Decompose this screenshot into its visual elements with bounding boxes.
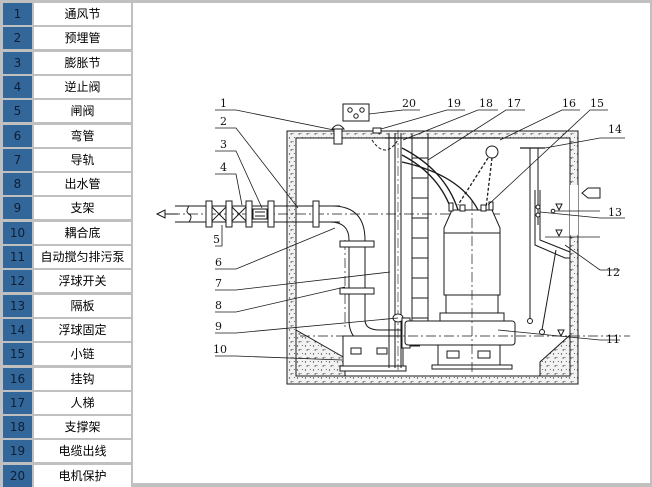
legend-number: 12 (3, 270, 32, 293)
callout-15: 15 (590, 97, 604, 110)
legend-part-name: 支架 (34, 197, 131, 220)
callout-1: 1 (220, 97, 227, 110)
legend-part-name: 支撑架 (34, 416, 131, 439)
callout-19: 19 (447, 97, 461, 110)
legend-part-name: 导轨 (34, 148, 131, 171)
legend-part-name: 预埋管 (34, 27, 131, 50)
callout-6: 6 (215, 256, 222, 269)
callout-20: 20 (402, 97, 416, 110)
legend-number: 20 (3, 464, 32, 487)
callout-numbers: 1 2 3 4 5 6 7 8 9 10 11 12 13 14 15 16 1… (213, 97, 622, 356)
legend-part-name: 弯管 (34, 124, 131, 147)
legend-number: 3 (3, 51, 32, 74)
legend-part-name: 自动搅匀排污泵 (34, 246, 131, 268)
sewage-pump (300, 200, 630, 375)
pump-station-diagram: 1 2 3 4 5 6 7 8 9 10 11 12 13 14 15 16 1… (155, 97, 630, 385)
callout-7: 7 (215, 277, 222, 290)
legend-number: 19 (3, 440, 32, 463)
legend-number: 2 (3, 27, 32, 50)
callout-8: 8 (215, 299, 222, 312)
legend-number: 11 (3, 246, 32, 268)
legend-part-name: 浮球固定 (34, 318, 131, 341)
motor-protector-box (342, 103, 370, 122)
callout-17: 17 (507, 97, 521, 110)
vent-pipe (330, 124, 346, 145)
legend-part-name: 电机保护 (34, 464, 131, 487)
legend-number: 6 (3, 124, 32, 147)
cable-outlet (372, 127, 382, 134)
callout-9: 9 (215, 320, 222, 333)
lifting-hook (485, 145, 499, 159)
callout-18: 18 (479, 97, 493, 110)
installation-diagram-panel: 1 2 3 4 5 6 7 8 9 10 11 12 13 14 15 16 1… (133, 3, 650, 483)
callout-10: 10 (213, 343, 227, 356)
callout-16: 16 (562, 97, 576, 110)
coupling-base (339, 335, 407, 372)
callout-13: 13 (608, 206, 622, 219)
legend-part-name: 耦合底 (34, 221, 131, 244)
callout-3: 3 (220, 138, 227, 151)
legend-part-name: 小链 (34, 343, 131, 366)
legend-number: 8 (3, 173, 32, 196)
legend-part-name: 闸阀 (34, 100, 131, 123)
legend-number: 16 (3, 367, 32, 390)
legend-part-name: 隔板 (34, 294, 131, 317)
legend-part-name: 电缆出线 (34, 440, 131, 463)
legend-number: 5 (3, 100, 32, 123)
legend-part-name: 通风节 (34, 3, 131, 25)
legend-number: 18 (3, 416, 32, 439)
lifting-chain (457, 157, 493, 209)
legend-number: 15 (3, 343, 32, 366)
legend-part-name: 逆止阀 (34, 75, 131, 98)
legend-part-name: 人梯 (34, 391, 131, 414)
callout-5: 5 (213, 233, 220, 246)
legend-part-name: 浮球开关 (34, 270, 131, 293)
ladder (411, 134, 429, 328)
legend-number: 4 (3, 75, 32, 98)
legend-number: 14 (3, 318, 32, 341)
legend-part-name: 挂钩 (34, 367, 131, 390)
callout-leaders (215, 109, 625, 361)
concrete-pit-walls (286, 130, 579, 385)
callout-4: 4 (220, 161, 227, 174)
legend-number: 7 (3, 148, 32, 171)
legend-number: 1 (3, 3, 32, 25)
legend-number: 13 (3, 294, 32, 317)
legend-number: 9 (3, 197, 32, 220)
legend-part-name: 出水管 (34, 173, 131, 196)
callout-2: 2 (220, 115, 227, 128)
legend-part-name: 膨胀节 (34, 51, 131, 74)
callout-14: 14 (608, 123, 622, 136)
legend-number: 10 (3, 221, 32, 244)
callout-12: 12 (606, 266, 620, 279)
legend-number: 17 (3, 391, 32, 414)
callout-11: 11 (606, 333, 620, 346)
float-switch-assembly (520, 147, 601, 338)
